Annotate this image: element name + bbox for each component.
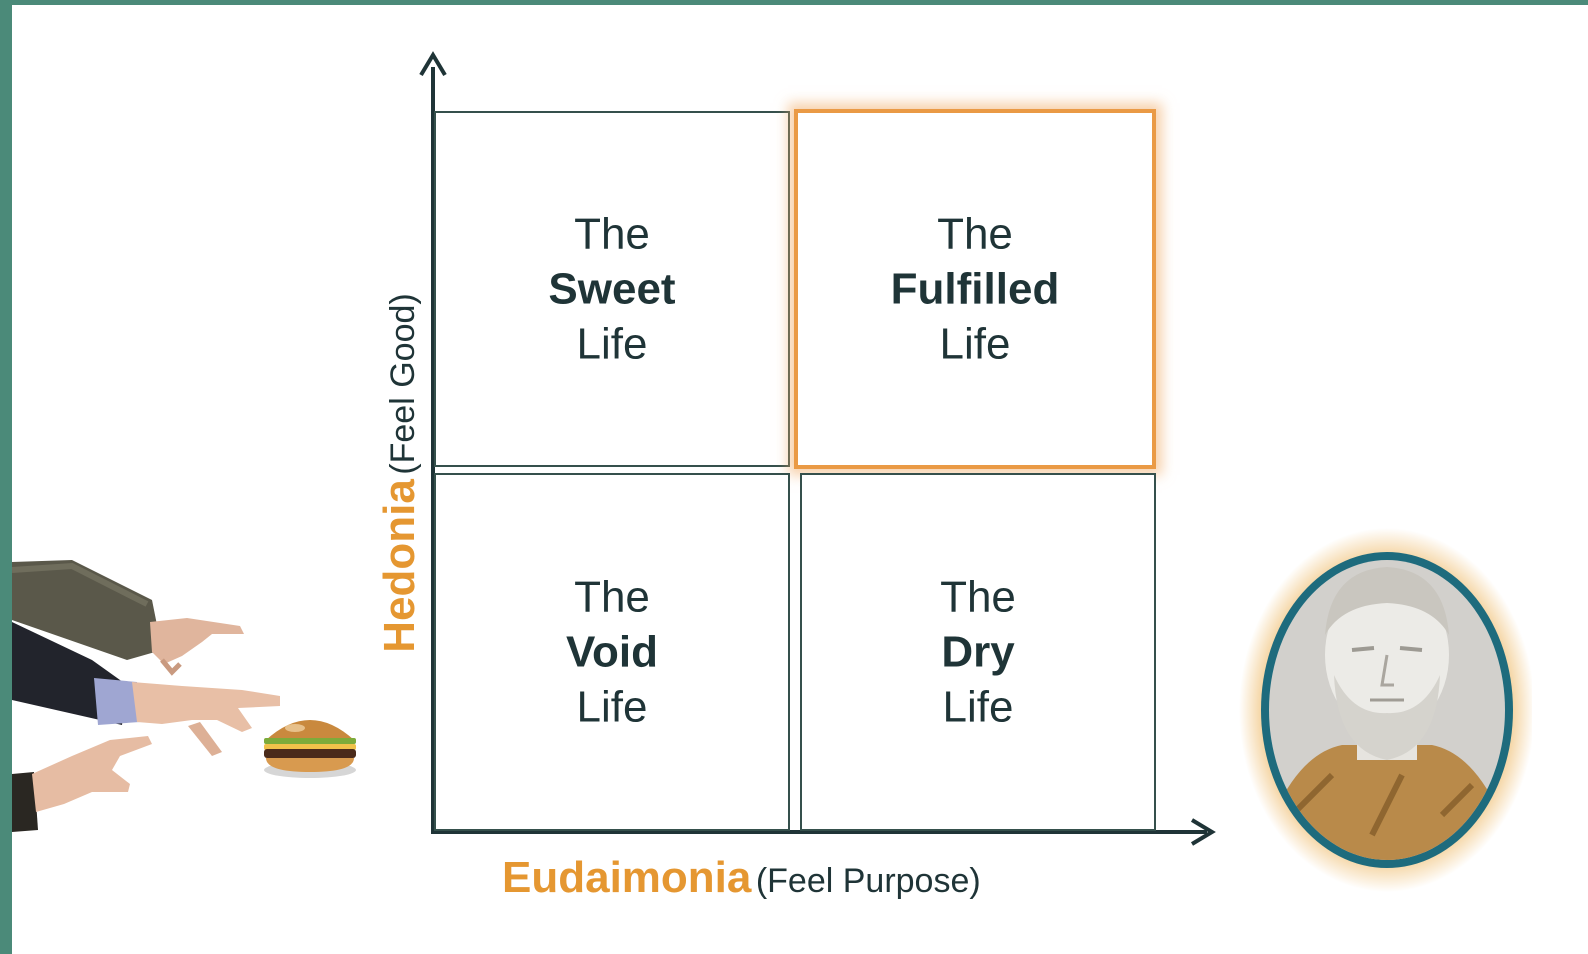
burger-icon [264, 720, 356, 778]
sleeve-top [12, 560, 162, 660]
quadrant-sweet-life: The Sweet Life [434, 111, 790, 467]
quadrant-label-name: Dry [941, 627, 1015, 677]
axes [419, 51, 1216, 846]
quadrant-label-life: Life [576, 319, 648, 369]
x-axis-title: Eudaimonia (Feel Purpose) [502, 853, 981, 903]
shirt-cuff [94, 678, 140, 725]
y-axis-title-main: Hedonia [375, 479, 424, 653]
quadrant-label-life: Life [942, 682, 1014, 732]
quadrant-label-the: The [574, 572, 650, 622]
quadrant-label-life: Life [576, 682, 648, 732]
quadrant-label-the: The [937, 209, 1013, 259]
quadrant-label-name: Fulfilled [890, 264, 1060, 314]
y-axis-title: Hedonia (Feel Good) [375, 293, 425, 652]
hand-top [150, 618, 244, 664]
diagram-canvas: The Sweet Life The Fulfilled Life The Vo… [12, 5, 1588, 954]
hand-middle [132, 682, 280, 732]
x-axis-arrowhead [1190, 818, 1216, 846]
quadrant-dry-life: The Dry Life [800, 473, 1156, 831]
x-axis-title-sub: (Feel Purpose) [755, 862, 981, 900]
quadrant-fulfilled-life: The Fulfilled Life [794, 109, 1156, 469]
hands-burger-image [12, 560, 356, 832]
quadrant-label-name: Sweet [548, 264, 676, 314]
aristotle-portrait [1239, 528, 1532, 892]
quadrant-label-name: Void [565, 627, 659, 677]
quadrant-label-the: The [940, 572, 1016, 622]
y-axis-arrowhead [419, 51, 447, 77]
sleeve-bottom [12, 772, 38, 832]
x-axis-title-main: Eudaimonia [502, 853, 752, 902]
hand-bottom [32, 736, 152, 812]
quadrant-label-the: The [574, 209, 650, 259]
quadrant-void-life: The Void Life [434, 473, 790, 831]
quadrant-label-life: Life [939, 319, 1011, 369]
y-axis-title-sub: (Feel Good) [384, 293, 422, 475]
